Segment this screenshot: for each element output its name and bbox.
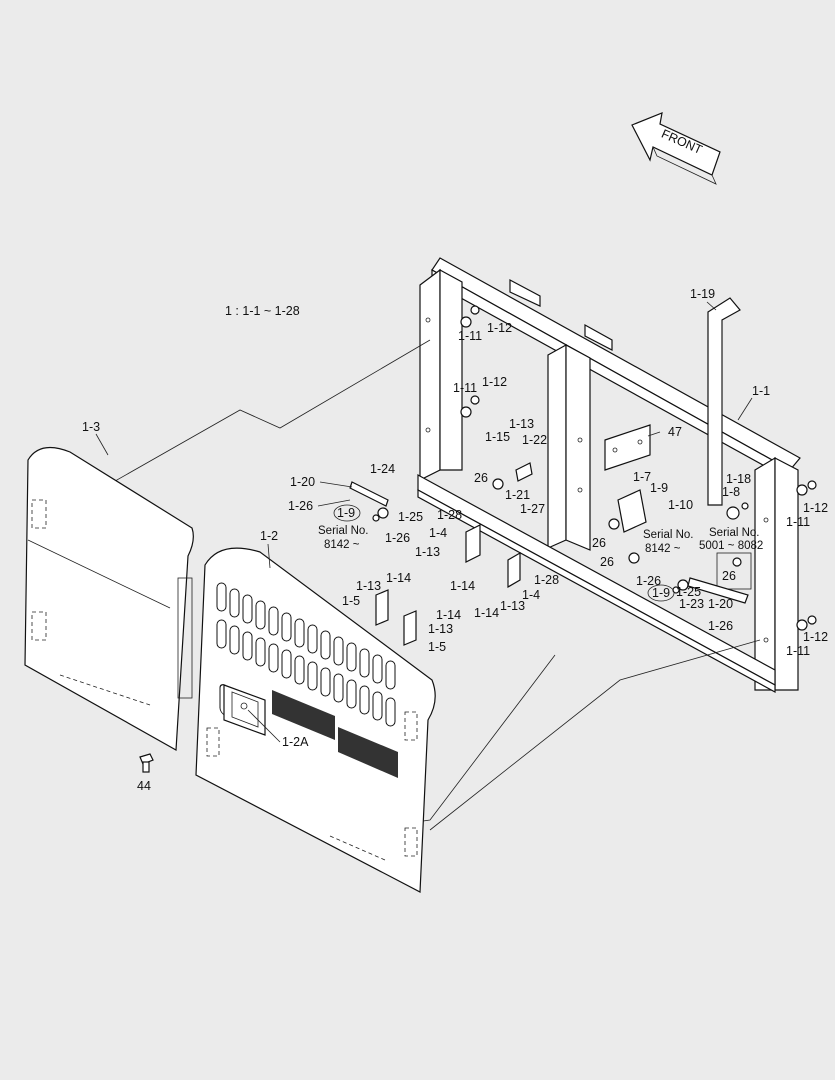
label-1-13-b: 1-13	[415, 545, 440, 559]
bracket-1-7	[617, 489, 647, 533]
label-1-12-d: 1-12	[803, 630, 828, 644]
label-1-25-b: 1-25	[676, 585, 701, 599]
label-1-9-c: 1-9	[652, 586, 670, 600]
label-1-13-d: 1-13	[356, 579, 381, 593]
bolt-44	[139, 753, 154, 773]
label-26-d: 26	[722, 569, 736, 583]
label-1-13-e: 1-13	[428, 622, 453, 636]
plate-47	[604, 424, 651, 471]
label-26-c: 26	[600, 555, 614, 569]
bar-1-19	[707, 297, 741, 506]
label-1-4-b: 1-4	[522, 588, 540, 602]
label-1-14-a: 1-14	[450, 579, 475, 593]
label-1-12-a: 1-12	[487, 321, 512, 335]
label-serial-a: Serial No.	[318, 525, 369, 537]
label-1-27: 1-27	[520, 502, 545, 516]
label-1-11-d: 1-11	[786, 644, 810, 658]
label-47: 47	[668, 425, 682, 439]
label-1-14-b: 1-14	[474, 606, 499, 620]
label-1-2a: 1-2A	[282, 735, 309, 749]
label-1-5-a: 1-5	[342, 594, 360, 608]
label-1-3: 1-3	[82, 420, 100, 434]
grille-left	[272, 690, 335, 740]
label-1-21: 1-21	[505, 488, 530, 502]
label-1-28-b: 1-28	[534, 573, 559, 587]
label-serial-b-range: 8142 ~	[645, 543, 681, 555]
label-1-26-d: 1-26	[708, 619, 733, 633]
label-1-14-c: 1-14	[386, 571, 411, 585]
label-1-28-a: 1-28	[437, 508, 462, 522]
label-1-2: 1-2	[260, 529, 278, 543]
front-panel-1-2	[195, 547, 436, 893]
label-serial-a-range: 8142 ~	[324, 539, 360, 551]
label-26-b: 26	[592, 536, 606, 550]
label-1-22: 1-22	[522, 433, 547, 447]
label-1-25-a: 1-25	[398, 510, 423, 524]
handle-1-2a	[223, 684, 266, 736]
label-1-26-b: 1-26	[385, 531, 410, 545]
label-1-18: 1-18	[726, 472, 751, 486]
front-arrow: FRONT	[631, 112, 721, 185]
label-1-13-a: 1-13	[509, 417, 534, 431]
label-1-9-b: 1-9	[650, 481, 668, 495]
label-1-1: 1-1	[752, 384, 770, 398]
label-1-20-a: 1-20	[290, 475, 315, 489]
label-1-4-a: 1-4	[429, 526, 447, 540]
label-1-11-a: 1-11	[458, 329, 482, 343]
label-1-12-c: 1-12	[803, 501, 828, 515]
label-1-26-c: 1-26	[636, 574, 661, 588]
label-1-11-b: 1-11	[453, 381, 477, 395]
frame-assembly	[417, 257, 801, 694]
label-serial-c-range: 5001 ~ 8082	[699, 540, 763, 552]
label-1-11-c: 1-11	[786, 515, 810, 529]
label-1-8: 1-8	[722, 485, 740, 499]
label-1-23: 1-23	[679, 597, 704, 611]
label-1-14-d: 1-14	[436, 608, 461, 622]
label-1-20-b: 1-20	[708, 597, 733, 611]
label-1-10: 1-10	[668, 498, 693, 512]
label-1-12-b: 1-12	[482, 375, 507, 389]
assembly-note: 1 : 1-1 ~ 1-28	[225, 304, 300, 318]
label-1-24: 1-24	[370, 462, 395, 476]
label-1-15: 1-15	[485, 430, 510, 444]
label-44: 44	[137, 779, 151, 793]
label-serial-c: Serial No.	[709, 527, 760, 539]
label-1-5-b: 1-5	[428, 640, 446, 654]
label-26-a: 26	[474, 471, 488, 485]
label-1-26-a: 1-26	[288, 499, 313, 513]
label-1-9-a: 1-9	[337, 506, 355, 520]
label-serial-b: Serial No.	[643, 529, 694, 541]
label-1-7: 1-7	[633, 470, 651, 484]
hardware-parts	[349, 305, 817, 646]
label-1-13-c: 1-13	[500, 599, 525, 613]
side-panel-1-3	[24, 446, 194, 751]
grille-right	[338, 727, 398, 778]
label-1-19: 1-19	[690, 287, 715, 301]
